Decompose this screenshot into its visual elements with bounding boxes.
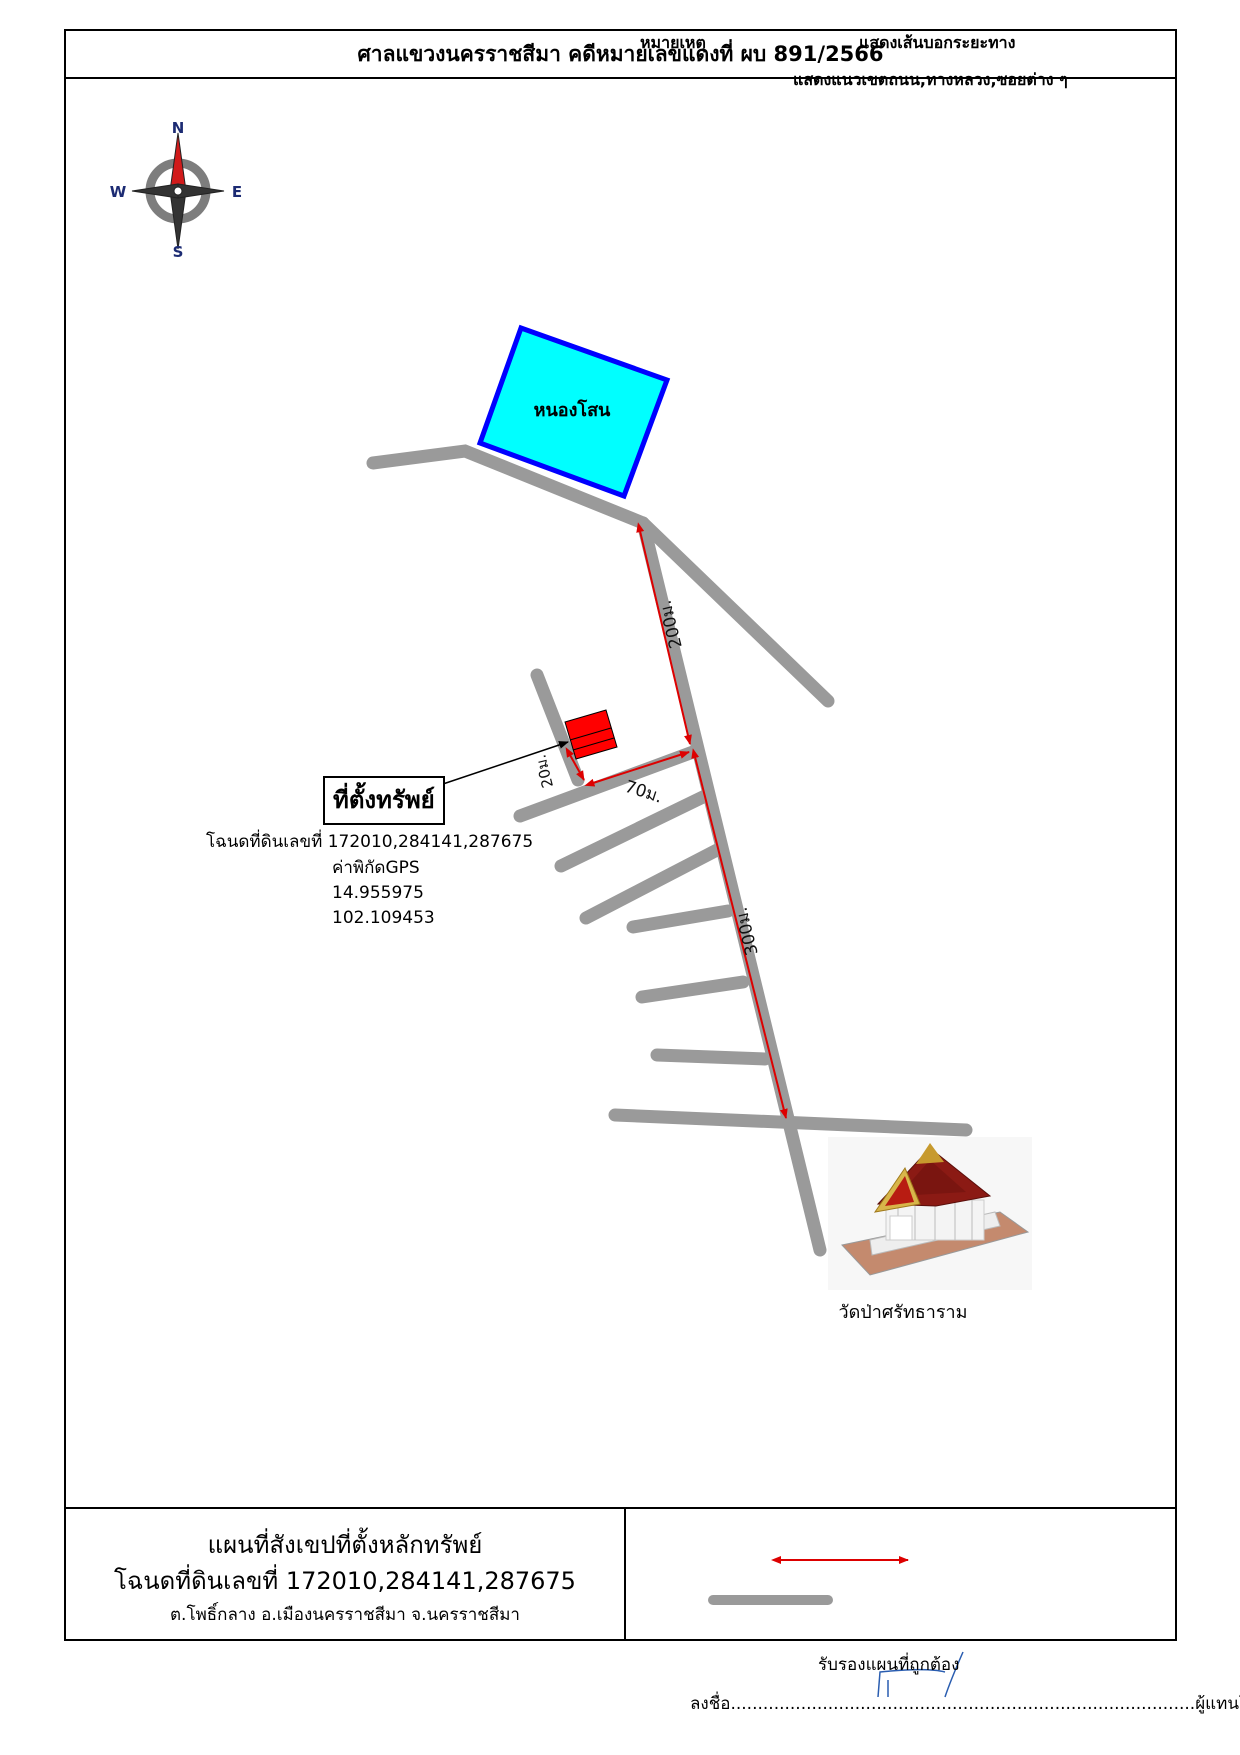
map-footer: แผนที่สังเขปที่ตั้งหลักทรัพย์ โฉนดที่ดิน… (66, 1507, 1175, 1639)
road-north (366, 444, 650, 530)
signature-line: ลงชื่อ..................................… (690, 1690, 1240, 1717)
signature-role: ผู้แทนโจทก์ (1195, 1694, 1240, 1714)
compass-east: E (232, 183, 242, 201)
pond: หนองโสน (476, 324, 671, 500)
arrow-20m (565, 747, 585, 781)
gps-longitude: 102.109453 (332, 908, 435, 928)
map-title-block: แผนที่สังเขปที่ตั้งหลักทรัพย์ โฉนดที่ดิน… (66, 1509, 626, 1639)
road-soi-6 (650, 1048, 772, 1066)
legend-title: หมายเหตุ (640, 33, 706, 52)
compass-south: S (173, 243, 184, 261)
legend-arrow-desc: แสดงเส้นบอกระยะทาง (859, 33, 1016, 52)
compass-rose-icon: N S W E (110, 119, 242, 261)
property-pointer (439, 741, 569, 786)
road-soi-4 (626, 904, 735, 934)
road-soi-2 (554, 789, 712, 873)
distance-20m: 20ม. (531, 753, 557, 790)
compass-west: W (110, 183, 127, 201)
distance-arrows (565, 522, 788, 1119)
certify-text: รับรองแผนที่ถูกต้อง (818, 1655, 960, 1675)
temple-icon (828, 1137, 1032, 1290)
distance-300m: 300ม. (732, 905, 763, 957)
arrow-300m (691, 748, 788, 1119)
property-plot (564, 709, 618, 760)
road-soi-5 (635, 975, 750, 1004)
map-title: แผนที่สังเขปที่ตั้งหลักทรัพย์ (207, 1531, 483, 1559)
road-soi-3 (579, 843, 724, 925)
map-location: ต.โพธิ์กลาง อ.เมืองนครราชสีมา จ.นครราชสี… (170, 1605, 520, 1625)
map-deed-number: โฉนดที่ดินเลขที่ 172010,284141,287675 (114, 1567, 576, 1595)
distance-200m: 200ม. (656, 598, 687, 650)
property-location-label: ที่ตั้งทรัพย์ (323, 776, 445, 825)
property-deed: โฉนดที่ดินเลขที่ 172010,284141,287675 (206, 832, 534, 852)
page-title: ศาลแขวงนครราชสีมา คดีหมายเลขแดงที่ ผบ 89… (66, 31, 1175, 79)
gps-latitude: 14.955975 (332, 883, 424, 903)
legend-road-desc: แสดงแนวเขตถนน,ทางหลวง,ซอยต่าง ๆ (793, 70, 1068, 89)
distance-70m: 70ม. (622, 777, 665, 808)
map-frame: ศาลแขวงนครราชสีมา คดีหมายเลขแดงที่ ผบ 89… (64, 29, 1177, 1641)
gps-label: ค่าพิกัดGPS (332, 858, 420, 878)
pond-label: หนองโสน (534, 399, 611, 421)
signature-prefix: ลงชื่อ..................................… (690, 1694, 1196, 1714)
temple-label: วัดป่าศรัทธาราม (838, 1302, 967, 1323)
signature-mark (877, 1651, 964, 1698)
road-south-cross (608, 1108, 973, 1137)
arrow-200m (636, 522, 692, 745)
compass-north: N (172, 119, 185, 137)
arrow-70m (584, 750, 690, 787)
